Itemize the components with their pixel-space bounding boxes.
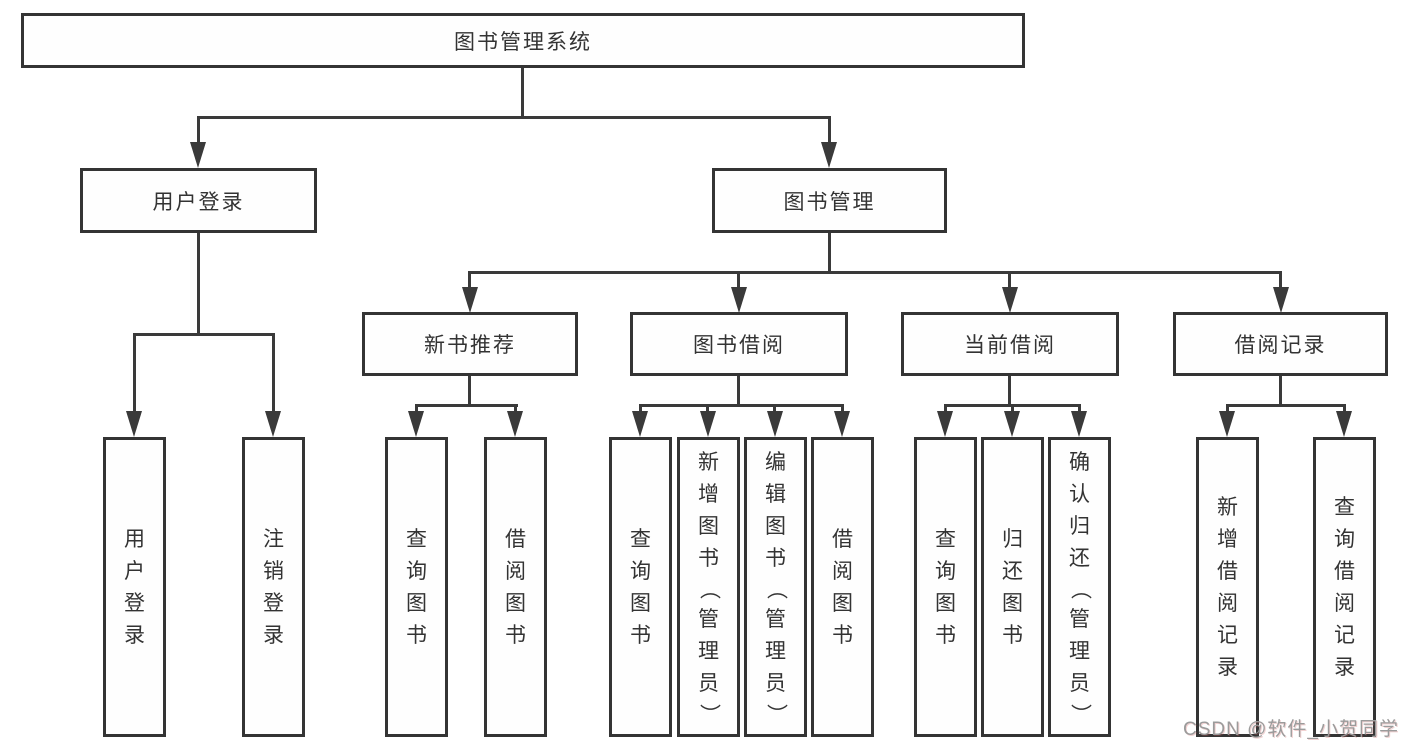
connector-stub <box>1011 404 1014 414</box>
node-book-management: 图书管理 <box>712 168 947 233</box>
connector-root-to-user-login-stem <box>197 116 200 144</box>
connector-book-borrow-stem <box>737 376 740 406</box>
arrow-down-icon <box>632 411 648 437</box>
arrow-down-icon <box>1071 411 1087 437</box>
connector-to-new-book-stem <box>468 271 471 289</box>
connector-stub <box>1078 404 1081 414</box>
leaf-query-books-borrowing: 查询图书 <box>609 437 672 737</box>
connector-current-borrow-stem <box>1008 376 1011 406</box>
arrow-down-icon <box>821 142 837 168</box>
connector-user-login-stem <box>197 233 200 335</box>
connector-stub <box>1226 404 1229 414</box>
leaf-add-borrow-record: 新增借阅记录 <box>1196 437 1259 737</box>
connector-user-login-branch <box>133 333 275 336</box>
arrow-down-icon <box>937 411 953 437</box>
arrow-down-icon <box>1004 411 1020 437</box>
connector-to-book-borrow-stem <box>737 271 740 289</box>
node-new-book-recommend: 新书推荐 <box>362 312 578 376</box>
connector-new-book-branch <box>415 404 518 407</box>
arrow-down-icon <box>700 411 716 437</box>
arrow-down-icon <box>190 142 206 168</box>
leaf-query-borrow-record: 查询借阅记录 <box>1313 437 1376 737</box>
leaf-logout: 注销登录 <box>242 437 305 737</box>
connector-stub <box>639 404 642 414</box>
connector-stub <box>514 404 517 414</box>
connector-user-login-child2-stem <box>272 333 275 413</box>
connector-stub <box>773 404 776 414</box>
leaf-confirm-return-admin: 确认归还（管理员） <box>1048 437 1111 737</box>
arrow-down-icon <box>1002 287 1018 313</box>
connector-book-management-stem <box>828 233 831 273</box>
arrow-down-icon <box>1273 287 1289 313</box>
node-book-borrowing: 图书借阅 <box>630 312 848 376</box>
node-borrowing-records: 借阅记录 <box>1173 312 1388 376</box>
arrow-down-icon <box>1336 411 1352 437</box>
leaf-user-login: 用户登录 <box>103 437 166 737</box>
connector-new-book-stem <box>468 376 471 406</box>
connector-root-stem <box>521 68 524 118</box>
connector-root-branch <box>197 116 831 119</box>
leaf-add-books-admin: 新增图书（管理员） <box>677 437 740 737</box>
connector-stub <box>415 404 418 414</box>
arrow-down-icon <box>126 411 142 437</box>
leaf-borrow-books-recommend: 借阅图书 <box>484 437 547 737</box>
arrow-down-icon <box>462 287 478 313</box>
node-current-borrowing: 当前借阅 <box>901 312 1119 376</box>
arrow-down-icon <box>265 411 281 437</box>
leaf-edit-books-admin: 编辑图书（管理员） <box>744 437 807 737</box>
node-user-login: 用户登录 <box>80 168 317 233</box>
leaf-query-books-current: 查询图书 <box>914 437 977 737</box>
connector-user-login-child1-stem <box>133 333 136 413</box>
leaf-borrow-books: 借阅图书 <box>811 437 874 737</box>
arrow-down-icon <box>834 411 850 437</box>
arrow-down-icon <box>408 411 424 437</box>
leaf-query-books-recommend: 查询图书 <box>385 437 448 737</box>
connector-to-current-borrow-stem <box>1008 271 1011 289</box>
connector-stub <box>944 404 947 414</box>
arrow-down-icon <box>731 287 747 313</box>
arrow-down-icon <box>507 411 523 437</box>
connector-borrow-records-stem <box>1279 376 1282 406</box>
connector-stub <box>841 404 844 414</box>
leaf-return-books: 归还图书 <box>981 437 1044 737</box>
connector-root-to-book-management-stem <box>828 116 831 144</box>
csdn-watermark: CSDN @软件_小贺同学 <box>1183 719 1399 740</box>
arrow-down-icon <box>767 411 783 437</box>
connector-book-management-branch <box>469 271 1282 274</box>
node-root-library-management-system: 图书管理系统 <box>21 13 1025 68</box>
connector-stub <box>706 404 709 414</box>
arrow-down-icon <box>1219 411 1235 437</box>
connector-to-borrow-records-stem <box>1279 271 1282 289</box>
connector-borrow-records-branch <box>1226 404 1346 407</box>
connector-book-borrow-branch <box>639 404 844 407</box>
connector-stub <box>1343 404 1346 414</box>
